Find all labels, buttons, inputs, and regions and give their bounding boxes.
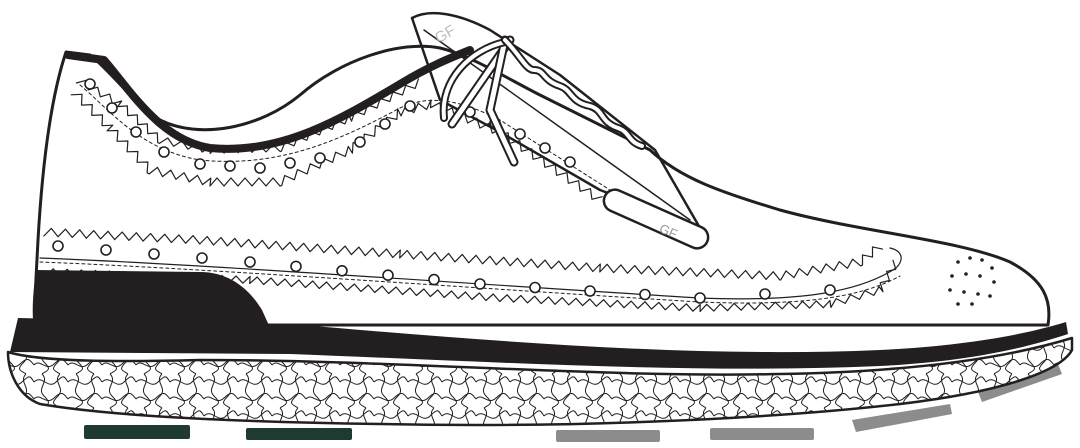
brogue-hole — [84, 78, 96, 90]
cleat-gray — [556, 430, 660, 442]
brogue-hole — [539, 142, 551, 154]
cleat-gray — [710, 428, 814, 440]
brogue-hole — [314, 152, 326, 164]
medallion-dot — [950, 274, 954, 278]
brogue-hole — [514, 128, 526, 140]
medallion-dot — [964, 272, 968, 276]
brogue-hole — [529, 281, 541, 294]
laces — [439, 35, 646, 167]
brogue-hole — [354, 136, 366, 148]
brogue-hole — [382, 269, 394, 282]
medallion-dot — [948, 288, 952, 292]
medallion-dot — [956, 260, 960, 264]
medallion-dot — [980, 258, 984, 262]
brogue-hole — [428, 273, 440, 286]
medallion-dot — [992, 280, 996, 284]
brogue-hole — [224, 160, 236, 172]
brogue-hole — [824, 284, 836, 296]
brogue-hole — [639, 288, 651, 301]
medallion-dot — [970, 302, 974, 306]
brogue-hole — [379, 118, 391, 130]
cleat-gray — [852, 404, 952, 432]
logo-mark: GF — [432, 22, 459, 47]
medallion-dot — [988, 294, 992, 298]
brogue-holes — [52, 78, 836, 304]
brogue-hole — [254, 162, 266, 174]
brogue-hole — [106, 102, 118, 114]
brogue-hole — [194, 158, 206, 170]
brogue-hole — [196, 252, 208, 264]
brogue-hole — [130, 126, 142, 138]
brogue-hole — [759, 288, 771, 300]
outsole-cleats — [84, 364, 1062, 442]
tongue-tab — [602, 188, 710, 250]
logo-mark: GF — [657, 221, 680, 242]
toe-medallion — [948, 256, 996, 306]
brogue-hole — [474, 278, 486, 290]
medallion-dot — [978, 274, 982, 278]
brogue-hole — [148, 248, 160, 260]
collar-trim — [64, 46, 474, 153]
brogue-hole — [52, 240, 64, 252]
medallion-dot — [956, 302, 960, 306]
outsole-band — [10, 318, 1068, 369]
medallion-dot — [968, 256, 972, 260]
brogue-hole — [290, 260, 302, 273]
cleat-dark — [246, 428, 352, 440]
medallion-dot — [976, 292, 980, 296]
medallion-dot — [962, 290, 966, 294]
brogue-hole — [100, 244, 112, 256]
brogue-hole — [694, 292, 706, 304]
brogue-hole — [584, 285, 596, 297]
brogue-hole — [244, 256, 256, 268]
medallion-dot — [990, 266, 994, 270]
cleat-dark — [84, 425, 190, 439]
brogue-hole — [564, 156, 576, 168]
brogue-hole — [158, 146, 170, 158]
brogue-hole — [284, 157, 296, 169]
brogue-hole — [336, 264, 348, 277]
brogue-hole — [404, 100, 416, 112]
